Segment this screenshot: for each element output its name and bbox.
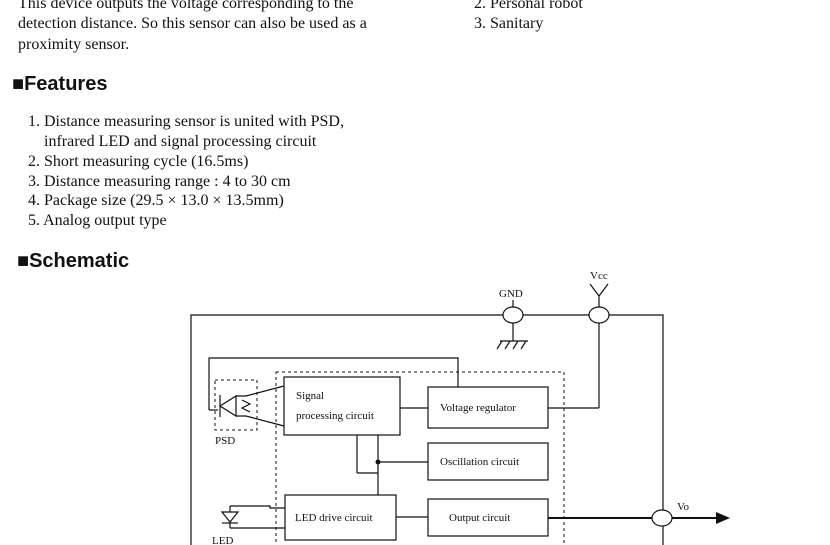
signal-processing-label-1: Signal bbox=[296, 390, 324, 402]
vcc-label: Vcc bbox=[590, 270, 608, 282]
psd-boundary bbox=[214, 379, 258, 431]
feature-item-1-cont: infrared LED and signal processing circu… bbox=[44, 133, 317, 150]
feature-item-4: 4. Package size (29.5 × 13.0 × 13.5mm) bbox=[28, 192, 284, 209]
application-item-sanitary: 3. Sanitary bbox=[474, 15, 544, 32]
junction-dot bbox=[375, 459, 381, 465]
oscillation-circuit-label: Oscillation circuit bbox=[440, 456, 519, 468]
vo-label: Vo bbox=[677, 501, 690, 513]
psd-symbol bbox=[218, 394, 237, 418]
vcc-terminal bbox=[588, 306, 610, 324]
output-circuit-label: Output circuit bbox=[449, 512, 510, 524]
feature-item-1: 1. Distance measuring sensor is united w… bbox=[28, 113, 344, 130]
application-item-personal-robot: 2. Personal robot bbox=[474, 0, 583, 12]
intro-line-2: detection distance. So this sensor can a… bbox=[18, 15, 367, 32]
feature-item-3: 3. Distance measuring range : 4 to 30 cm bbox=[28, 173, 291, 190]
schematic-heading: ■Schematic bbox=[17, 250, 130, 272]
ic-boundary bbox=[275, 371, 565, 545]
led-label: LED bbox=[212, 535, 233, 545]
intro-line-3: proximity sensor. bbox=[18, 36, 130, 53]
gnd-terminal bbox=[502, 306, 524, 324]
signal-processing-block bbox=[283, 376, 401, 436]
intro-line-1: This device outputs the voltage correspo… bbox=[18, 0, 354, 12]
voltage-regulator-label: Voltage regulator bbox=[440, 402, 516, 414]
package-outline bbox=[190, 314, 664, 545]
feature-item-5: 5. Analog output type bbox=[28, 212, 167, 229]
vo-arrow-icon bbox=[716, 512, 730, 524]
psd-label: PSD bbox=[215, 435, 235, 447]
led-symbol bbox=[220, 511, 240, 523]
features-heading: ■Features bbox=[12, 73, 108, 95]
vo-terminal bbox=[651, 509, 673, 527]
led-drive-label: LED drive circuit bbox=[295, 512, 373, 524]
feature-item-2: 2. Short measuring cycle (16.5ms) bbox=[28, 153, 249, 170]
gnd-label: GND bbox=[499, 288, 523, 300]
signal-processing-label-2: processing circuit bbox=[296, 410, 374, 422]
